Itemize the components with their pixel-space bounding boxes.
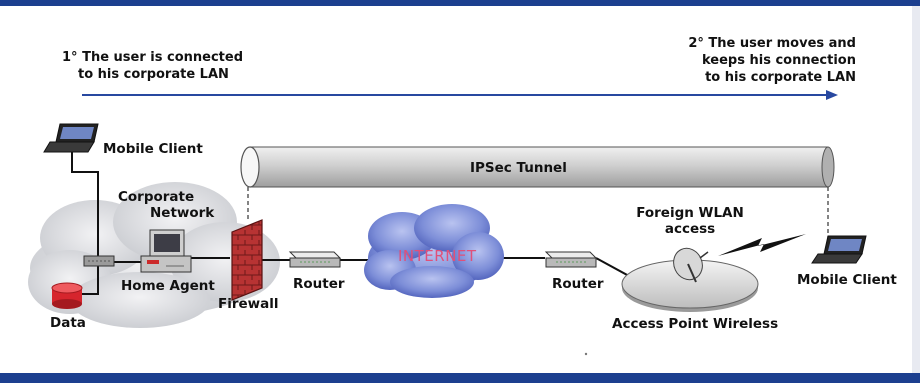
wireless-signal-icon <box>718 234 806 256</box>
ipsec-tunnel <box>240 146 835 238</box>
corporate-network-line2: Network <box>150 205 215 221</box>
step2-caption: 2° The user moves and keeps his connecti… <box>660 35 856 86</box>
step2-line1: 2° The user moves and <box>688 36 856 51</box>
speck <box>584 352 588 356</box>
router-right-label: Router <box>552 276 604 292</box>
router-left-label: Router <box>293 276 345 292</box>
step2-line2: keeps his connection <box>701 53 856 68</box>
switch-icon <box>83 255 115 267</box>
foreign-wlan-label: Foreign WLAN access <box>630 205 750 237</box>
access-point-label: Access Point Wireless <box>612 316 779 332</box>
internet-label: INTERNET <box>398 247 477 265</box>
corporate-network-label: Corporate Network <box>108 189 228 221</box>
router-icon-right <box>544 251 598 268</box>
bottom-border <box>0 373 920 383</box>
right-border <box>912 6 920 373</box>
step1-caption: 1° The user is connected to his corporat… <box>62 49 243 83</box>
tunnel-label: IPSec Tunnel <box>470 160 567 176</box>
step2-line3: to his corporate LAN <box>705 70 856 85</box>
internet-cloud <box>364 204 504 298</box>
firewall-icon <box>231 219 263 301</box>
home-agent-computer-icon <box>140 229 192 273</box>
mobile-client-right-label: Mobile Client <box>797 272 897 288</box>
corporate-network-line1: Corporate <box>118 189 195 205</box>
firewall-label: Firewall <box>218 296 279 312</box>
router-icon-left <box>288 251 342 268</box>
home-agent-label: Home Agent <box>121 278 215 294</box>
step1-line2: to his corporate LAN <box>78 67 229 82</box>
mobile-client-left-label: Mobile Client <box>103 141 203 157</box>
laptop-icon-left <box>43 123 99 153</box>
movement-arrow <box>82 90 838 100</box>
foreign-wlan-line2: access <box>664 221 716 237</box>
foreign-wlan-line1: Foreign WLAN <box>636 205 744 221</box>
step1-line1: 1° The user is connected <box>62 50 244 65</box>
laptop-icon-right <box>811 235 867 264</box>
top-border <box>0 0 920 6</box>
database-icon <box>51 282 83 309</box>
data-label: Data <box>50 315 86 331</box>
access-point-icon <box>621 247 759 312</box>
